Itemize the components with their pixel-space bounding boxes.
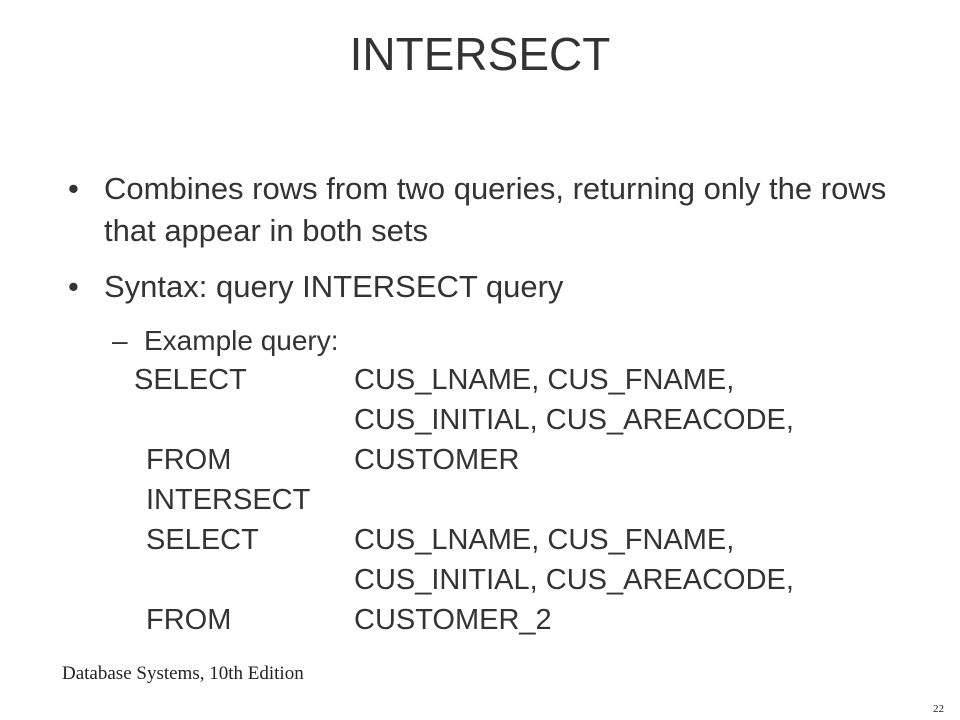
sql-keyword: SELECT (134, 364, 247, 396)
code-line: SELECT CUS_LNAME, CUS_FNAME, (0, 360, 960, 400)
code-line: SELECT CUS_LNAME, CUS_FNAME, (0, 520, 960, 560)
slide-title: INTERSECT (349, 28, 611, 80)
code-line: INTERSECT (0, 480, 960, 520)
sql-example: SELECT CUS_LNAME, CUS_FNAME, CUS_INITIAL… (0, 360, 960, 640)
bullet-dot-icon: • (68, 171, 79, 206)
bullet-item: • Syntax: query INTERSECT query (64, 266, 904, 308)
code-line: FROM CUSTOMER (0, 440, 960, 480)
bullet-text: Syntax: query INTERSECT query (104, 269, 564, 304)
bullet-dot-icon: • (68, 269, 79, 304)
bullet-text: Combines rows from two queries, returnin… (104, 171, 887, 248)
bullet-item: • Combines rows from two queries, return… (64, 168, 904, 252)
sql-argument: CUS_LNAME, CUS_FNAME, (354, 524, 735, 556)
sql-argument: CUS_INITIAL, CUS_AREACODE, (354, 404, 794, 436)
dash-icon: – (112, 325, 128, 356)
sql-argument: CUS_LNAME, CUS_FNAME, (354, 364, 735, 396)
sub-bullet-text: Example query: (144, 325, 339, 356)
sql-keyword: SELECT (146, 524, 259, 556)
footer-text: Database Systems, 10th Edition (62, 663, 304, 684)
bullet-list: • Combines rows from two queries, return… (64, 168, 904, 360)
sql-keyword: INTERSECT (146, 484, 311, 516)
sql-keyword: FROM (146, 444, 232, 476)
sql-argument: CUSTOMER_2 (354, 604, 552, 636)
sql-argument: CUSTOMER (354, 444, 520, 476)
code-line: FROM CUSTOMER_2 (0, 600, 960, 640)
code-line: CUS_INITIAL, CUS_AREACODE, (0, 560, 960, 600)
code-line: CUS_INITIAL, CUS_AREACODE, (0, 400, 960, 440)
sql-argument: CUS_INITIAL, CUS_AREACODE, (354, 564, 794, 596)
page-number: 22 (933, 703, 944, 715)
sub-bullet-item: – Example query: (64, 322, 904, 360)
sql-keyword: FROM (146, 604, 232, 636)
